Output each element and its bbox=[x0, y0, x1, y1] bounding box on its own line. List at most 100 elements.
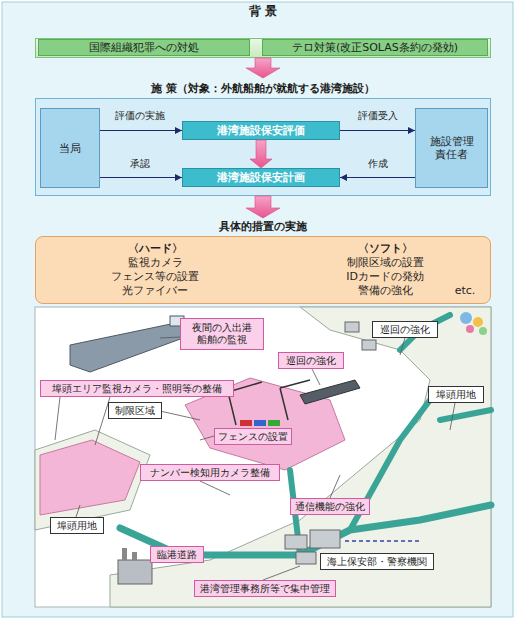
node-label: 巡回の強化 bbox=[380, 324, 430, 336]
node-text: IDカードの発効 bbox=[295, 270, 475, 283]
building bbox=[345, 322, 359, 332]
connector bbox=[100, 174, 182, 181]
node-text: 〈ハード〉 bbox=[65, 242, 245, 255]
arrow-head bbox=[340, 174, 347, 181]
container bbox=[268, 420, 280, 426]
callout-box: 港湾管理事務所等で集中管理 bbox=[194, 580, 336, 597]
node-text: 〈ソフト〉 bbox=[295, 242, 475, 255]
background-box: テロ対策(改正SOLAS条約の発効) bbox=[262, 39, 488, 56]
connector bbox=[250, 140, 272, 168]
node-label: 当局 bbox=[59, 142, 81, 155]
callout-box: 海上保安部・警察機関 bbox=[320, 553, 434, 570]
connector bbox=[246, 58, 280, 78]
node-text: etc. bbox=[440, 284, 490, 297]
node-label: 巡回の強化 bbox=[286, 355, 336, 367]
map-inset bbox=[466, 325, 474, 333]
land-area bbox=[110, 307, 491, 607]
building bbox=[362, 340, 376, 350]
node-label: フェンスの設置 bbox=[218, 431, 288, 443]
callout-box: 夜間の入出港船舶の監視 bbox=[180, 318, 264, 350]
arrow-line bbox=[100, 130, 182, 131]
node-label: 港湾施設保安評価 bbox=[217, 124, 305, 137]
node-label: 港湾施設保安計画 bbox=[217, 171, 305, 184]
block-arrow bbox=[246, 58, 280, 78]
node-label: 夜間の入出港船舶の監視 bbox=[191, 322, 253, 346]
process-box: 港湾施設保安評価 bbox=[182, 121, 340, 140]
callout-box: 臨港道路 bbox=[150, 546, 204, 563]
gantry-crane bbox=[228, 380, 310, 425]
building bbox=[285, 535, 307, 549]
node-text: フェンス等の設置 bbox=[65, 270, 245, 283]
callout-box: 埠頭用地 bbox=[428, 386, 484, 403]
arrow-head bbox=[175, 127, 182, 134]
node-label: 具体的措置の実施 bbox=[35, 220, 491, 234]
land-area bbox=[35, 430, 150, 530]
callout-box: 巡回の強化 bbox=[278, 352, 344, 369]
illustration-frame bbox=[35, 307, 491, 607]
node-label: 臨港道路 bbox=[157, 549, 197, 561]
arrow-line bbox=[100, 177, 182, 178]
actor-box: 施設管理責任者 bbox=[415, 108, 488, 188]
block-arrow bbox=[246, 196, 280, 218]
map-inset bbox=[479, 327, 487, 335]
node-label: 埠頭用地 bbox=[436, 389, 476, 401]
node-label: 埠頭エリア監視カメラ・照明等の整備 bbox=[52, 383, 222, 395]
measures-box: 具体的措置の実施〈ハード〉監視カメラフェンス等の設置光ファイバー 〈ソフト〉制限区… bbox=[35, 218, 491, 304]
map-inset bbox=[460, 312, 472, 324]
edge-label: 評価の実施 bbox=[100, 110, 180, 122]
map-inset bbox=[473, 317, 483, 327]
connector bbox=[100, 127, 182, 134]
leader-line bbox=[55, 337, 455, 580]
factory bbox=[118, 560, 152, 584]
node-label: 港湾管理事務所等で集中管理 bbox=[200, 583, 330, 595]
callout-box: 巡回の強化 bbox=[372, 321, 438, 338]
ship bbox=[300, 380, 360, 404]
port-road bbox=[440, 410, 491, 420]
container bbox=[240, 420, 252, 426]
container bbox=[254, 420, 266, 426]
connector bbox=[340, 174, 415, 181]
arrow-head bbox=[175, 174, 182, 181]
arrow-head bbox=[408, 127, 415, 134]
edge-label: 承認 bbox=[115, 158, 165, 170]
block-arrow bbox=[250, 140, 272, 168]
callout-box: 制限区域 bbox=[108, 402, 162, 419]
edge-label: 作成 bbox=[353, 158, 403, 170]
node-label: 国際組織犯罪への対処 bbox=[89, 41, 199, 54]
chimney bbox=[132, 552, 137, 560]
process-box: 港湾施設保安計画 bbox=[182, 168, 340, 187]
building bbox=[296, 552, 316, 564]
callout-box: ナンバー検知用カメラ整備 bbox=[140, 464, 280, 481]
node-text: 監視カメラ bbox=[65, 256, 245, 269]
connector bbox=[340, 127, 415, 134]
callout-box: 埠頭エリア監視カメラ・照明等の整備 bbox=[40, 380, 234, 397]
node-label: 背 景 bbox=[35, 4, 491, 18]
node-text: 制限区域の設置 bbox=[295, 256, 475, 269]
callout-box: フェンスの設置 bbox=[214, 428, 292, 445]
connector bbox=[246, 196, 280, 218]
node-label: テロ対策(改正SOLAS条約の発効) bbox=[292, 41, 458, 54]
node-text: 警備の強化 bbox=[295, 284, 475, 297]
node-label: 施設管理責任者 bbox=[429, 135, 475, 161]
node-text: 光ファイバー bbox=[65, 284, 245, 297]
pier-area bbox=[40, 440, 140, 515]
measures-panel: 施 策（対象：外航船舶が就航する港湾施設）当局港湾施設保安評価施設管理責任者港湾… bbox=[35, 78, 491, 196]
section-band: 背 景国際組織犯罪への対処 テロ対策(改正SOLAS条約の発効) bbox=[35, 2, 491, 58]
node-label: 埠頭用地 bbox=[57, 520, 97, 532]
comm-line bbox=[345, 540, 420, 542]
arrow-line bbox=[340, 130, 415, 131]
node-label: ナンバー検知用カメラ整備 bbox=[150, 467, 270, 479]
arrow-line bbox=[340, 177, 415, 178]
node-label: 海上保安部・警察機関 bbox=[327, 556, 427, 568]
node-label: 通信機能の強化 bbox=[295, 501, 365, 513]
edge-label: 評価受入 bbox=[343, 110, 413, 122]
chimney bbox=[122, 548, 127, 560]
callout-box: 通信機能の強化 bbox=[290, 498, 370, 515]
actor-box: 当局 bbox=[40, 108, 100, 188]
building bbox=[310, 530, 340, 548]
background-box: 国際組織犯罪への対処 bbox=[38, 39, 250, 56]
node-label: 制限区域 bbox=[115, 405, 155, 417]
